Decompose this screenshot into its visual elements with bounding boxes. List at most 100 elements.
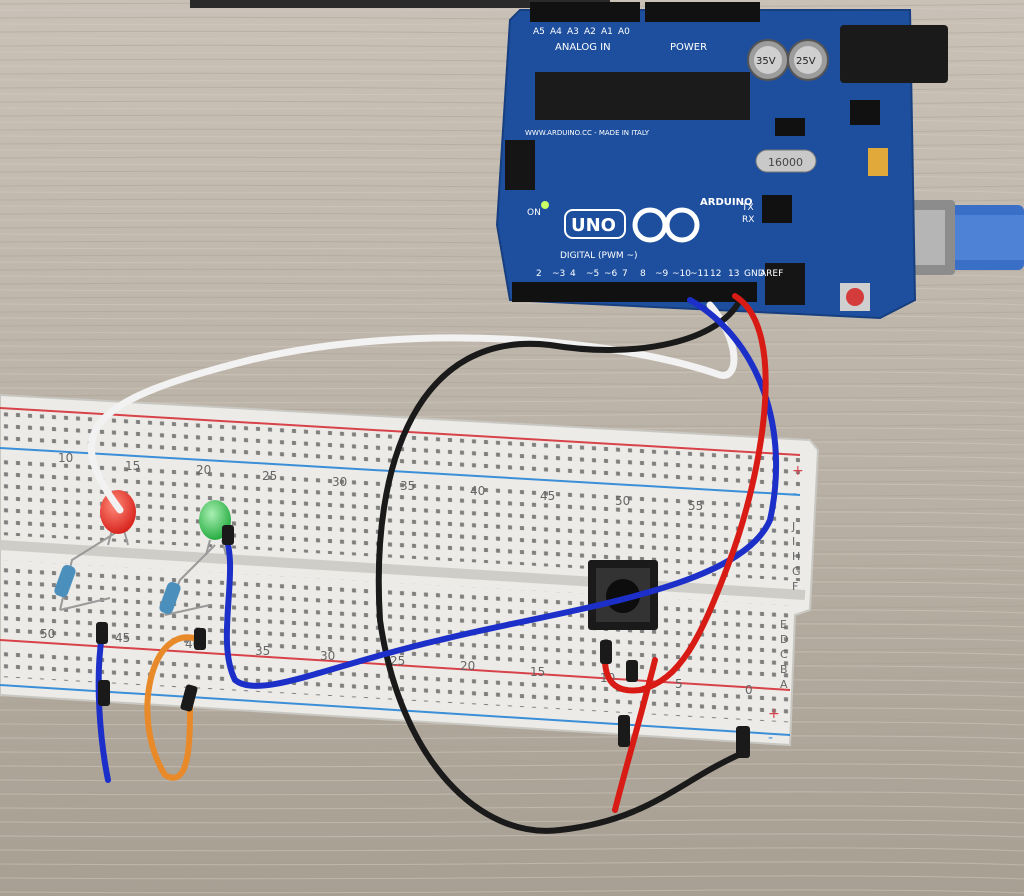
svg-text:A4: A4 (550, 27, 562, 37)
svg-text:A1: A1 (601, 27, 613, 37)
svg-text:C: C (780, 648, 788, 661)
svg-text:35: 35 (400, 479, 415, 493)
svg-text:50: 50 (40, 627, 55, 641)
smd-part-1 (775, 118, 805, 136)
orange-jumper-wire (144, 634, 203, 781)
analog-header (530, 2, 640, 22)
svg-text:8: 8 (640, 269, 646, 279)
digital-pin-labels: 13 12 ~11 ~10 ~9 8 7 ~6 ~5 4 ~3 2 (536, 269, 739, 279)
svg-text:~5: ~5 (586, 269, 599, 279)
svg-text:B: B (780, 663, 788, 676)
upper-terminal-holes (0, 455, 800, 582)
svg-text:15: 15 (125, 459, 140, 473)
lower-row-letters: E D C B A (780, 618, 788, 691)
crystal-label: 16000 (768, 156, 803, 169)
tx-label: TX (741, 203, 754, 213)
svg-text:A2: A2 (584, 27, 596, 37)
svg-text:~10: ~10 (672, 269, 691, 279)
arduino-infinity-icon (632, 207, 700, 243)
svg-text:55: 55 (688, 499, 703, 513)
usb-chip (762, 195, 792, 223)
svg-text:~11: ~11 (690, 269, 709, 279)
on-led (541, 201, 549, 209)
fuse (868, 148, 888, 176)
gnd-label: GND (744, 269, 765, 279)
icsp-header-2 (765, 263, 805, 305)
svg-text:5: 5 (675, 677, 683, 691)
svg-text:F: F (792, 580, 798, 593)
resistor-2 (159, 544, 216, 616)
svg-text:45: 45 (115, 631, 130, 645)
svg-text:25: 25 (262, 469, 277, 483)
smd-part-2 (850, 100, 880, 125)
white-wire (87, 301, 738, 514)
svg-text:50: 50 (615, 494, 630, 508)
svg-text:I: I (792, 535, 795, 548)
made-in-label: WWW.ARDUINO.CC - MADE IN ITALY (525, 129, 650, 137)
svg-text:H: H (792, 550, 800, 563)
svg-text:0: 0 (745, 683, 753, 697)
lower-terminal-holes (0, 560, 790, 681)
svg-text:4: 4 (570, 269, 576, 279)
aref-label: AREF (760, 269, 783, 279)
svg-text:10: 10 (58, 451, 73, 465)
lower-plus-label: + (768, 706, 780, 722)
svg-text:12: 12 (710, 269, 721, 279)
svg-text:15: 15 (530, 665, 545, 679)
top-dark-object (190, 0, 610, 8)
on-label: ON (527, 208, 541, 218)
svg-text:20: 20 (460, 659, 475, 673)
power-header (645, 2, 760, 22)
analog-in-label: ANALOG IN (555, 42, 611, 53)
svg-text:13: 13 (728, 269, 739, 279)
svg-text:G: G (792, 565, 801, 578)
svg-text:30: 30 (332, 475, 347, 489)
upper-plus-label: + (792, 463, 804, 479)
push-button (588, 560, 658, 630)
icsp-header (505, 140, 535, 190)
uno-logo: UNO (571, 215, 616, 236)
arduino-uno-board: A5 A4 A3 A2 A1 A0 ANALOG IN POWER 35V 25… (495, 2, 948, 320)
lower-minus-label: - (768, 730, 773, 746)
svg-text:D: D (780, 633, 788, 646)
breadboard: 10 15 20 25 30 35 40 45 50 55 50 45 40 3… (0, 393, 820, 747)
reset-button-cap (846, 288, 864, 306)
uno-logo-box (564, 209, 626, 239)
svg-text:25: 25 (390, 654, 405, 668)
red-wire-lower (612, 657, 658, 813)
wire-plugs (96, 525, 750, 758)
svg-text:J: J (791, 520, 795, 533)
atmega-chip (535, 72, 750, 120)
crystal-oscillator (755, 149, 817, 173)
power-label: POWER (670, 42, 707, 53)
resistor-1 (54, 529, 121, 611)
upper-row-letters: J I H G F (791, 520, 801, 593)
capacitor-1: 35V (747, 39, 789, 81)
svg-text:30: 30 (320, 649, 335, 663)
power-jack (840, 25, 948, 83)
svg-text:E: E (780, 618, 787, 631)
digital-label: DIGITAL (PWM ~) (560, 251, 638, 261)
svg-text:35V: 35V (756, 56, 776, 67)
svg-text:45: 45 (540, 489, 555, 503)
svg-text:35: 35 (255, 644, 270, 658)
svg-text:2: 2 (536, 269, 542, 279)
rx-label: RX (742, 215, 754, 225)
svg-text:A3: A3 (567, 27, 579, 37)
svg-text:25V: 25V (796, 56, 816, 67)
svg-text:20: 20 (196, 463, 211, 477)
red-wire (601, 293, 769, 694)
blue-jumper-wire (95, 632, 111, 783)
svg-text:~9: ~9 (655, 269, 669, 279)
black-wire (375, 297, 748, 834)
svg-text:~3: ~3 (552, 269, 565, 279)
upper-column-numbers: 10 15 20 25 30 35 40 45 50 55 (58, 451, 703, 513)
svg-text:A0: A0 (618, 27, 630, 37)
svg-text:40: 40 (470, 484, 485, 498)
arduino-brand: ARDUINO (700, 197, 752, 208)
svg-text:7: 7 (622, 269, 628, 279)
svg-text:A5: A5 (533, 27, 545, 37)
digital-header (512, 282, 757, 302)
svg-text:A: A (780, 678, 788, 691)
